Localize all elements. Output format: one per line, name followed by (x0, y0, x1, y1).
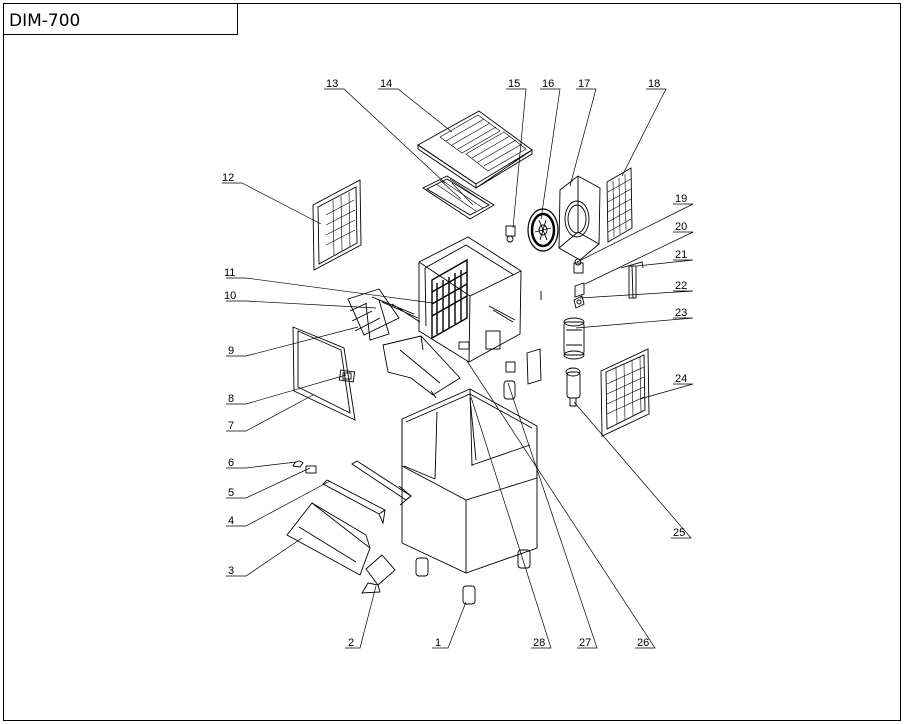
part-18-filter (606, 167, 633, 243)
callout-8: 8 (228, 393, 234, 405)
part-11-evaporator-frame (418, 236, 522, 363)
callout-1: 1 (435, 637, 441, 649)
callout-9: 9 (228, 345, 234, 357)
callout-24: 24 (675, 373, 687, 385)
part-20-bracket (574, 282, 585, 298)
part-17-condenser (558, 175, 601, 261)
callout-13: 13 (326, 78, 338, 90)
callout-2: 2 (348, 637, 354, 649)
part-9-water-pan (382, 335, 461, 399)
callout-7: 7 (228, 420, 234, 432)
part-26-label-plate (526, 348, 542, 385)
callout-25: 25 (673, 527, 685, 539)
callout-22: 22 (675, 280, 687, 292)
part-24-back-panel (600, 348, 650, 437)
part-6-clip (292, 460, 304, 468)
part-1-leg (415, 549, 531, 605)
leader-lines (222, 88, 694, 649)
model-title: DIM-700 (9, 11, 80, 31)
part-25-pump (565, 367, 581, 407)
part-21-drier (620, 261, 644, 299)
callout-12: 12 (222, 172, 234, 184)
title-block: DIM-700 (3, 3, 238, 35)
part-15-valve (505, 225, 516, 243)
callout-labels: 1 2 3 4 5 6 7 8 9 10 11 12 13 14 15 16 1… (222, 78, 687, 649)
callout-17: 17 (578, 78, 590, 90)
callout-10: 10 (224, 290, 236, 302)
callout-14: 14 (380, 78, 392, 90)
callout-26: 26 (637, 637, 649, 649)
callout-21: 21 (675, 249, 687, 261)
part-22-clip (540, 291, 585, 309)
part-19-valve (573, 258, 584, 274)
callout-23: 23 (675, 307, 687, 319)
part-13-grille (422, 175, 495, 220)
part-14-top-cover (417, 110, 533, 189)
callout-18: 18 (648, 78, 660, 90)
part-16-fan (527, 208, 559, 252)
part-12-side-panel (312, 179, 362, 271)
drawing-border (3, 3, 901, 721)
part-27-drain (503, 361, 516, 400)
callout-5: 5 (228, 487, 234, 499)
callout-20: 20 (675, 221, 687, 233)
callout-4: 4 (228, 515, 234, 527)
part-7-front-panel (292, 326, 356, 421)
callout-6: 6 (228, 457, 234, 469)
callout-27: 27 (579, 637, 591, 649)
callout-3: 3 (228, 565, 234, 577)
part-3-bin-door (286, 502, 371, 576)
part-4-deflector (322, 460, 412, 525)
parts-artwork (286, 110, 650, 605)
part-23-compressor (563, 317, 585, 360)
callout-28: 28 (533, 637, 545, 649)
part-2-ice-scoop (361, 554, 396, 594)
callout-16: 16 (542, 78, 554, 90)
callout-19: 19 (675, 193, 687, 205)
callout-11: 11 (224, 267, 235, 279)
callout-15: 15 (508, 78, 520, 90)
part-28-storage-bin (401, 388, 538, 574)
